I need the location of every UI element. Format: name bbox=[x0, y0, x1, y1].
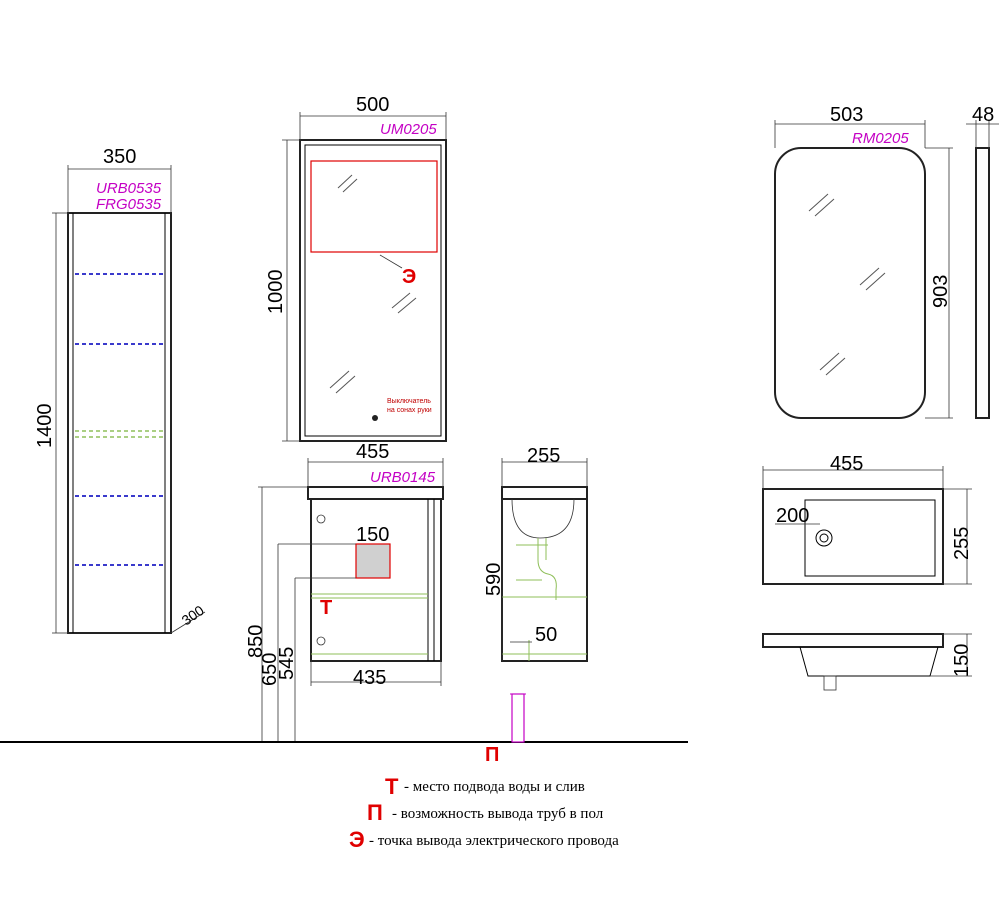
vanity-inner-width-label: 435 bbox=[353, 667, 386, 689]
vanity-150-label: 150 bbox=[356, 524, 389, 546]
side-depth-label: 255 bbox=[527, 445, 560, 467]
round-mirror-model: RM0205 bbox=[852, 130, 909, 147]
vanity-545-label: 545 bbox=[276, 647, 298, 680]
touch-switch-icon bbox=[372, 415, 378, 421]
vanity-850-label: 850 bbox=[245, 625, 267, 658]
sink-depth-label: 255 bbox=[951, 527, 973, 560]
column-depth-label: 300 bbox=[179, 602, 207, 629]
column-width-label: 350 bbox=[103, 146, 136, 168]
mirror-um0205: Э Выключатель на сонах руки 500 UM0205 1… bbox=[265, 94, 447, 442]
mirror-model: UM0205 bbox=[380, 121, 437, 138]
tall-column: 350 URB0535 FRG0535 1400 300 bbox=[34, 146, 207, 634]
vanity-model: URB0145 bbox=[370, 469, 436, 486]
vanity-width-label: 455 bbox=[356, 441, 389, 463]
sink-200-label: 200 bbox=[776, 505, 809, 527]
legend-text-floor: - возможность вывода труб в пол bbox=[392, 806, 604, 822]
mirror-width-label: 500 bbox=[356, 94, 389, 116]
electric-marker: Э bbox=[402, 266, 416, 288]
legend-symbol-electric: Э bbox=[349, 827, 365, 852]
sink-width-label: 455 bbox=[830, 453, 863, 475]
vanity-650-label: 650 bbox=[259, 653, 281, 686]
round-mirror-height-label: 903 bbox=[930, 275, 952, 308]
column-model-2: FRG0535 bbox=[96, 196, 162, 213]
floor-marker: П bbox=[485, 744, 499, 766]
legend: Т - место подвода воды и слив П - возмож… bbox=[349, 774, 619, 852]
mirror-note-line2: на сонах руки bbox=[387, 407, 432, 414]
side-50-label: 50 bbox=[535, 624, 557, 646]
legend-text-water: - место подвода воды и слив bbox=[404, 779, 585, 795]
side-590-label: 590 bbox=[483, 563, 505, 596]
round-mirror-width-label: 503 bbox=[830, 104, 863, 126]
sink: 200 455 255 150 bbox=[762, 453, 973, 691]
sink-height-label: 150 bbox=[951, 644, 973, 677]
mirror-note-line1: Выключатель bbox=[387, 398, 431, 405]
vanity-side: 255 590 50 bbox=[483, 445, 588, 662]
legend-symbol-floor: П bbox=[367, 800, 383, 825]
legend-symbol-water: Т bbox=[385, 774, 399, 799]
column-height-label: 1400 bbox=[34, 404, 56, 449]
column-model-1: URB0535 bbox=[96, 180, 162, 197]
mirror-height-label: 1000 bbox=[265, 270, 287, 315]
round-mirror-depth-label: 48 bbox=[972, 104, 994, 126]
water-marker: Т bbox=[320, 597, 332, 619]
round-mirror-rm0205: 503 RM0205 903 48 bbox=[774, 104, 999, 419]
legend-text-electric: - точка вывода электрического провода bbox=[369, 833, 619, 849]
floor-section: П bbox=[0, 693, 688, 766]
vanity-front: Т 150 455 URB0145 435 850 650 545 bbox=[245, 441, 444, 742]
